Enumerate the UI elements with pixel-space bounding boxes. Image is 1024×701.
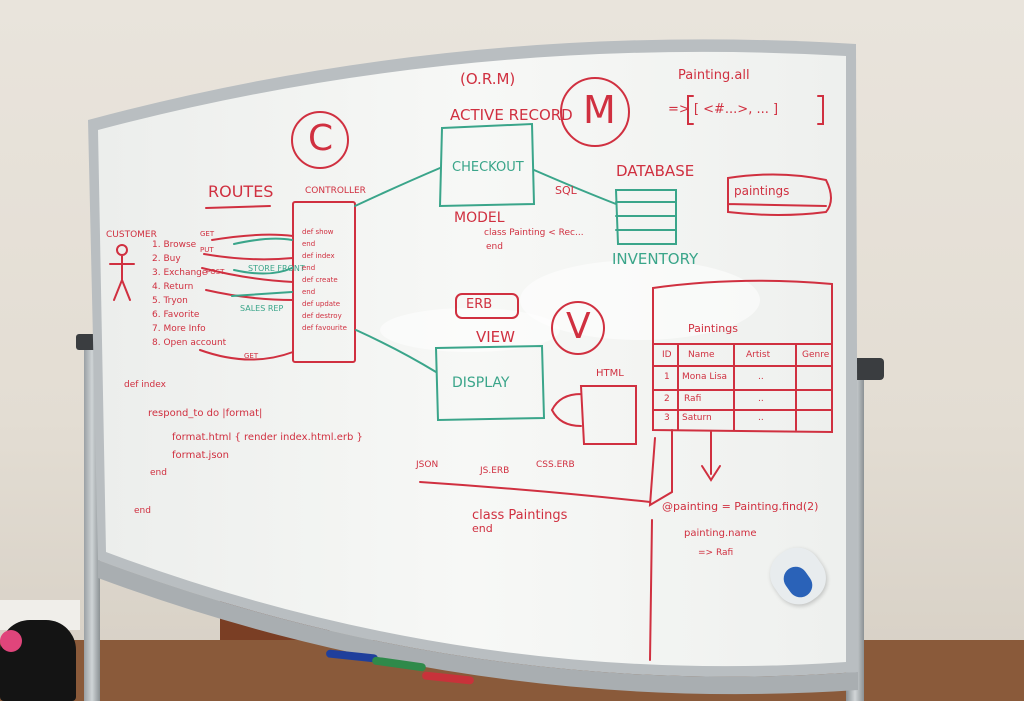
painting-all-result: => [ <#...>, ... ]: [668, 102, 779, 117]
css-erb-label: CSS.ERB: [536, 460, 575, 470]
controller-action: def create: [302, 276, 338, 284]
def-index-code: def index: [124, 380, 166, 390]
controller-label: CONTROLLER: [305, 186, 366, 196]
http-verb: POST: [206, 268, 225, 276]
customer-action-list: 1. Browse 2. Buy 3. Exchange 4. Return 5…: [152, 238, 226, 350]
customer-action: 4. Return: [152, 282, 194, 292]
orm-label: (O.R.M): [460, 70, 516, 88]
customer-action: 5. Tryon: [152, 296, 188, 306]
controller-action: end: [302, 288, 316, 296]
table-cell: Mona Lisa: [682, 372, 728, 382]
respond-to-code: respond_to do |format|: [148, 408, 263, 419]
sql-label: SQL: [555, 184, 577, 197]
display-label: DISPLAY: [452, 375, 510, 391]
controller-action: def index: [302, 252, 335, 260]
format-html-code: format.html { render index.html.erb }: [172, 432, 363, 443]
painting-name-code: painting.name: [684, 528, 757, 539]
table-cell: 2: [664, 394, 670, 404]
class-paintings-end: end: [472, 522, 493, 535]
backpack-logo: [0, 630, 22, 652]
customer-action: 2. Buy: [152, 254, 181, 264]
class-paintings-code: class Paintings: [472, 508, 568, 523]
routes-label: ROUTES: [208, 182, 274, 201]
painting-result: => Rafi: [698, 548, 734, 558]
table-header-id: ID: [662, 350, 672, 360]
controller-action: end: [302, 264, 316, 272]
model-letter-m: M: [583, 88, 616, 132]
paintings-table-title: Paintings: [688, 322, 738, 335]
view-letter-v: V: [566, 306, 591, 347]
http-verb: GET: [244, 352, 259, 360]
controller-action: def update: [302, 300, 341, 308]
erb-label: ERB: [466, 297, 493, 312]
customer-label: CUSTOMER: [106, 230, 157, 240]
database-label: DATABASE: [616, 162, 695, 180]
table-cell: Rafi: [684, 394, 702, 404]
http-verb: GET: [200, 230, 215, 238]
customer-action: 1. Browse: [152, 240, 197, 250]
store-front-label: STORE FRONT: [248, 264, 305, 273]
http-verb: PUT: [200, 246, 214, 254]
active-record-label: ACTIVE RECORD: [450, 106, 573, 124]
controller-action: def show: [302, 228, 334, 236]
table-header-genre: Genre: [802, 350, 830, 360]
html-label: HTML: [596, 368, 624, 379]
sales-rep-label: SALES REP: [240, 304, 284, 313]
table-header-artist: Artist: [746, 350, 771, 360]
end-outer-code: end: [134, 506, 151, 516]
inventory-label: INVENTORY: [612, 250, 699, 268]
board-stand-left-cap: [76, 334, 98, 350]
controller-action: def destroy: [302, 312, 342, 320]
js-erb-label: JS.ERB: [480, 466, 510, 476]
table-header-name: Name: [688, 350, 715, 360]
end-inner-code: end: [150, 468, 167, 478]
customer-action: 8. Open account: [152, 338, 227, 348]
checkout-label: CHECKOUT: [452, 160, 524, 175]
table-cell: ..: [758, 413, 764, 423]
table-cell: Saturn: [682, 413, 712, 423]
table-cell: ..: [758, 394, 764, 404]
controller-letter-c: C: [308, 118, 334, 159]
controller-action-list: def show end def index end def create en…: [302, 226, 347, 334]
class-painting-code: class Painting < Rec...: [484, 228, 584, 238]
customer-action: 6. Favorite: [152, 310, 200, 320]
painting-all-label: Painting.all: [678, 68, 750, 83]
format-json-code: format.json: [172, 450, 229, 461]
painting-find-code: @painting = Painting.find(2): [662, 500, 819, 513]
controller-action: end: [302, 240, 316, 248]
table-cell: 3: [664, 413, 670, 423]
paintings-table-label: paintings: [734, 184, 790, 198]
model-label: MODEL: [454, 210, 505, 226]
controller-action: def favourite: [302, 324, 347, 332]
table-cell: ..: [758, 372, 764, 382]
customer-action: 3. Exchange: [152, 268, 208, 278]
class-painting-end: end: [486, 242, 503, 252]
view-label: VIEW: [476, 328, 515, 346]
json-label: JSON: [416, 460, 439, 470]
customer-action: 7. More Info: [152, 324, 206, 334]
table-cell: 1: [664, 372, 670, 382]
